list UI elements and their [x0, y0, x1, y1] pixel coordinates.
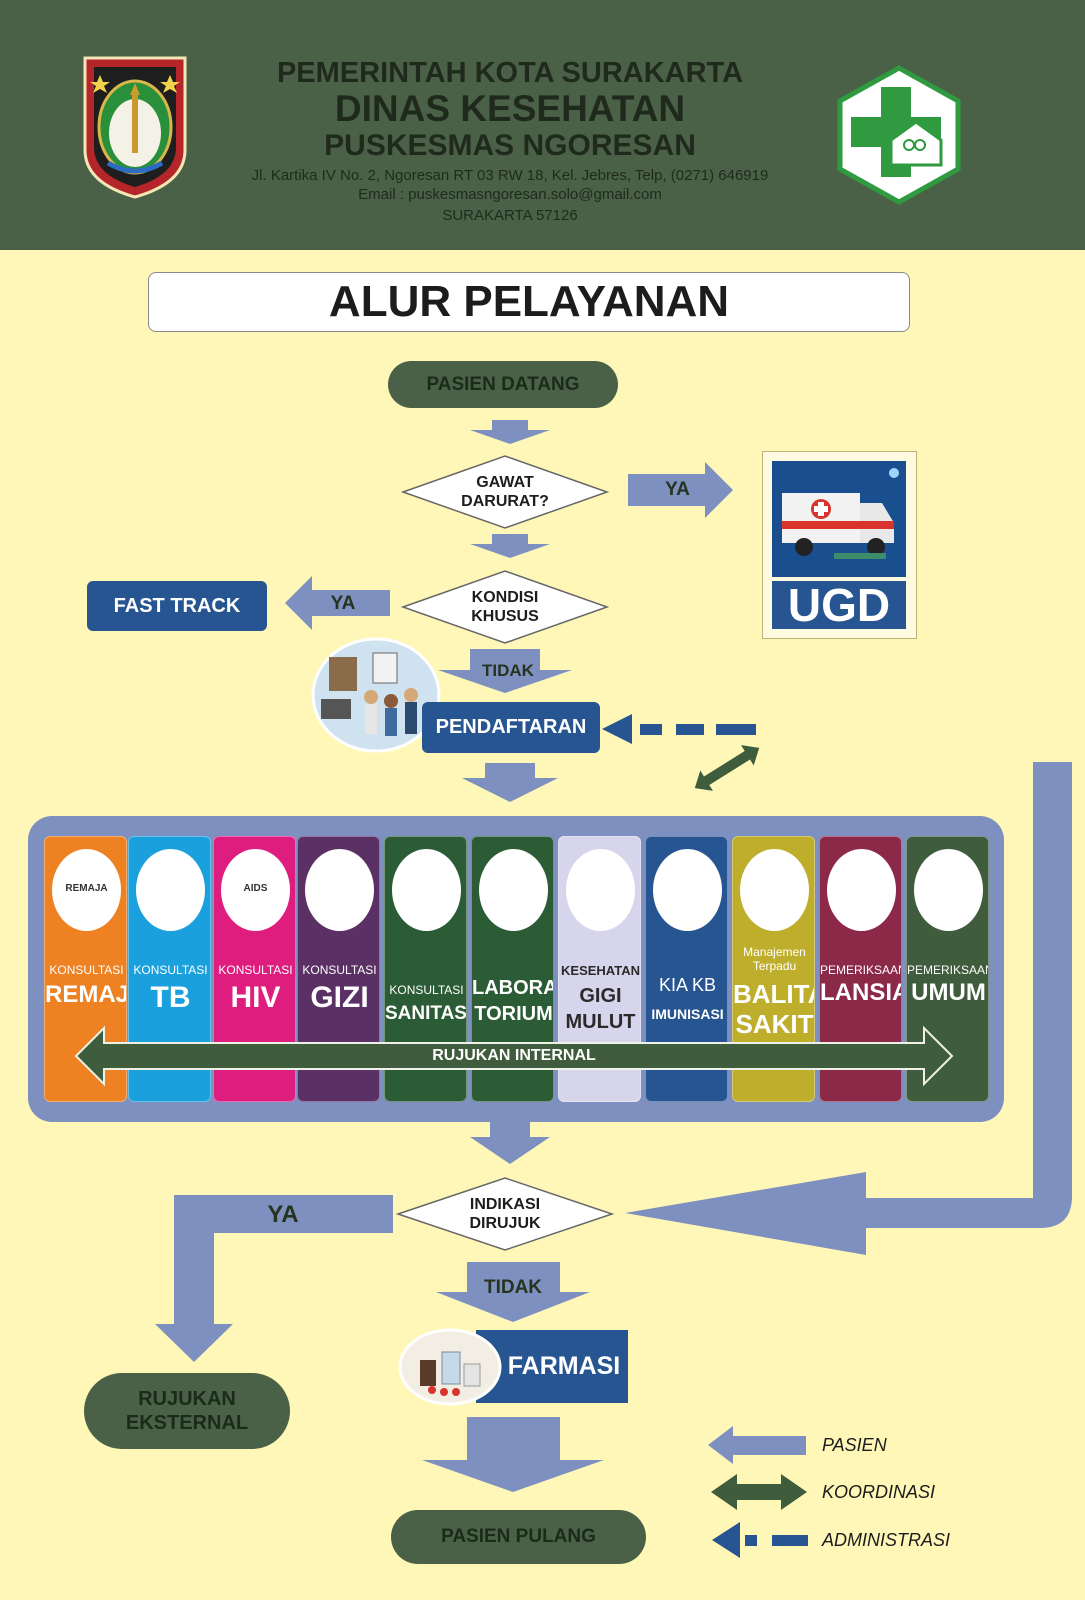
header-line-2: DINAS KESEHATAN — [334, 88, 686, 129]
service-top-label: KIA KB — [658, 975, 717, 995]
arrow-admin-head — [602, 714, 632, 744]
arrow-right-ugd — [628, 462, 733, 518]
arrow-down-end — [422, 1417, 604, 1492]
service-main-label: GIZI — [310, 981, 369, 1014]
header-line-3: PUSKESMAS NGORESAN — [324, 129, 696, 162]
legend-coordination-arrow — [711, 1474, 807, 1510]
legend-patient-label: PASIEN — [822, 1435, 887, 1455]
special-q-line2: KHUSUS — [471, 608, 539, 625]
arrow-down-1 — [470, 420, 550, 444]
internal-referral-label: RUJUKAN INTERNAL — [432, 1047, 596, 1064]
service-main-label: GIGI MULUT — [565, 985, 636, 1033]
service-top-label: KONSULTASI — [133, 963, 208, 977]
diamond-emergency — [400, 455, 610, 529]
service-column: KONSULTASI TB — [128, 836, 211, 1102]
referral-q-line2: DIRUJUK — [469, 1215, 541, 1232]
service-main-label: HIV — [230, 981, 281, 1014]
arrow-down-2 — [470, 534, 550, 558]
special-question: KONDISI KHUSUS — [433, 585, 577, 629]
arrow-external-referral — [155, 1195, 393, 1362]
service-main-label: REMAJA — [45, 981, 126, 1008]
referral-question: INDIKASI DIRUJUK — [433, 1192, 577, 1236]
arrow-coordination-diag — [694, 745, 760, 791]
service-illustration-icon: REMAJA — [52, 849, 121, 931]
service-illustration-icon — [136, 849, 205, 931]
fast-track-box: FAST TRACK — [87, 581, 267, 631]
external-referral-line2: EKSTERNAL — [125, 1412, 249, 1434]
internal-referral-arrow — [74, 1025, 954, 1087]
pharmacy-illustration-icon — [398, 1328, 502, 1406]
arrow-down-referral — [470, 1122, 550, 1164]
external-referral-line1: RUJUKAN — [138, 1388, 236, 1410]
ambulance-icon — [772, 461, 906, 577]
service-illustration-icon — [653, 849, 722, 931]
legend-coordination-label: KOORDINASI — [822, 1482, 936, 1502]
service-illustration-icon — [305, 849, 374, 931]
city-emblem-icon — [83, 56, 187, 199]
arrow-down-services — [462, 763, 558, 802]
legend-administration-label: ADMINISTRASI — [822, 1530, 951, 1550]
emergency-question: GAWAT DARURAT? — [433, 470, 577, 514]
external-referral-node: RUJUKAN EKSTERNAL — [84, 1373, 290, 1449]
service-top-label: KONSULTASI — [49, 963, 124, 977]
service-illustration-icon — [392, 849, 461, 931]
registration-illustration-icon — [311, 637, 441, 753]
service-illustration-icon — [740, 849, 809, 931]
service-top-label: PEMERIKSAAN — [820, 963, 902, 977]
service-illustration-icon — [914, 849, 983, 931]
pharmacy-label: FARMASI — [507, 1352, 621, 1380]
service-column: KIA KB IMUNISASI — [645, 836, 728, 1102]
special-yes-label: YA — [330, 593, 356, 614]
service-illustration-icon — [566, 849, 635, 931]
service-main-label: BALITA SAKIT — [733, 979, 814, 1039]
service-main-label: TB — [150, 981, 191, 1014]
page-title: ALUR PELAYANAN — [148, 272, 910, 332]
service-illustration-text: REMAJA — [65, 883, 108, 894]
service-top-label: KONSULTASI — [218, 963, 293, 977]
service-top-label: PEMERIKSAAN — [907, 963, 989, 977]
service-main-label: LABORA TORIUM — [472, 977, 554, 1025]
arrow-right-return — [625, 762, 1072, 1255]
special-q-line1: KONDISI — [471, 589, 539, 606]
service-main-label: SANITASI — [385, 1003, 467, 1024]
referral-yes-label: YA — [267, 1201, 299, 1228]
registration-box: PENDAFTARAN — [422, 702, 600, 753]
emergency-q-line2: DARURAT? — [461, 493, 549, 510]
legend-admin-head — [712, 1522, 740, 1558]
arrow-down-tidak-2 — [436, 1262, 590, 1322]
end-node: PASIEN PULANG — [391, 1510, 646, 1564]
arrow-down-tidak-1 — [438, 649, 572, 693]
ugd-label: UGD — [772, 579, 906, 631]
special-no-label: TIDAK — [482, 661, 534, 680]
header-line-1: PEMERINTAH KOTA SURAKARTA — [276, 57, 744, 89]
service-main-label: UMUM — [911, 979, 986, 1006]
service-top-label: KESEHATAN — [561, 963, 640, 978]
service-main-label: LANSIA — [820, 979, 902, 1006]
service-illustration-icon: AIDS — [221, 849, 290, 931]
referral-q-line1: INDIKASI — [469, 1196, 541, 1213]
service-illustration-icon — [479, 849, 548, 931]
service-top-label: KONSULTASI — [389, 983, 464, 997]
ugd-card: UGD — [762, 451, 917, 639]
diamond-special — [400, 570, 610, 644]
referral-no-label: TIDAK — [483, 1277, 543, 1298]
header-email: Email : puskesmasngoresan.solo@gmail.com — [358, 186, 662, 203]
service-top-label: Manajemen Terpadu — [743, 945, 806, 973]
start-node: PASIEN DATANG — [388, 361, 618, 408]
legend-patient-arrow — [708, 1426, 806, 1464]
service-main-label: IMUNISASI — [651, 1006, 724, 1022]
puskesmas-logo-icon — [837, 65, 961, 205]
service-illustration-icon — [827, 849, 896, 931]
diamond-referral — [395, 1177, 615, 1251]
service-column: REMAJA KONSULTASI REMAJA — [44, 836, 127, 1102]
service-top-label: KONSULTASI — [302, 963, 377, 977]
emergency-q-line1: GAWAT — [476, 474, 534, 491]
header-city: SURAKARTA 57126 — [442, 207, 578, 224]
arrow-left-fasttrack — [285, 576, 390, 630]
emergency-yes-label: YA — [665, 479, 690, 500]
header-address: Jl. Kartika IV No. 2, Ngoresan RT 03 RW … — [251, 167, 769, 184]
service-illustration-text: AIDS — [243, 883, 268, 894]
